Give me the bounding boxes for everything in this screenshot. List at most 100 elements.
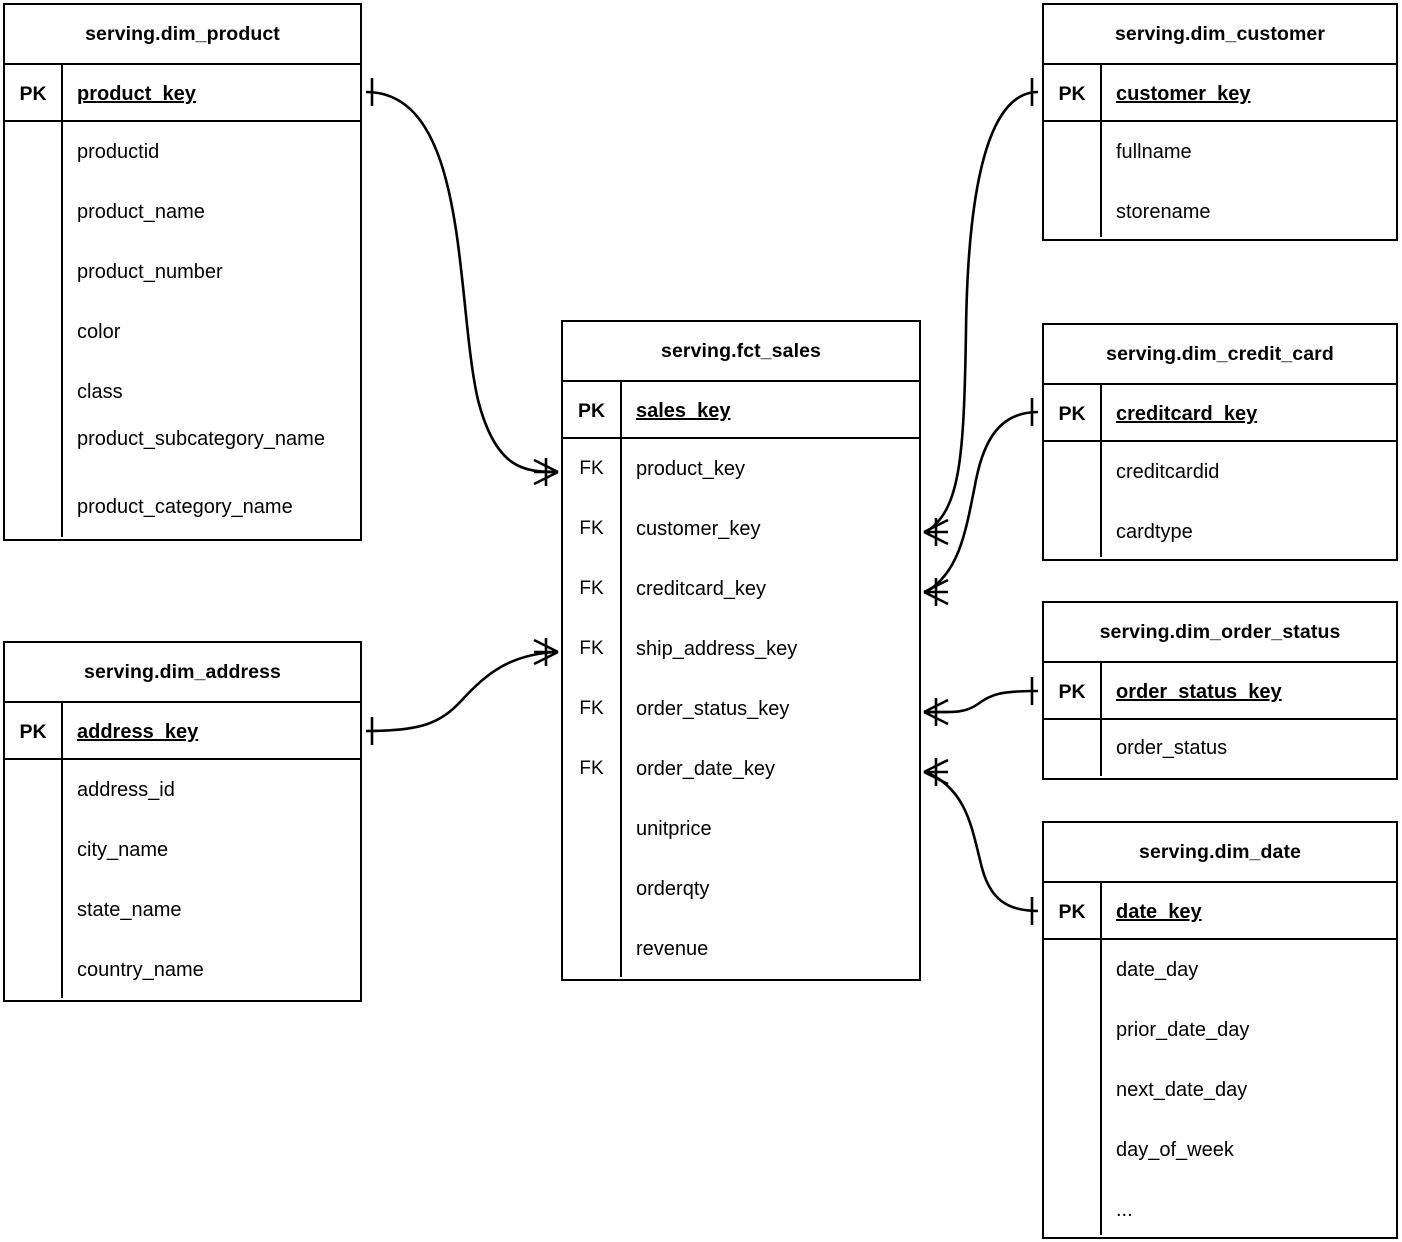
entity-attribute-rows: fullname storename [1044, 122, 1396, 237]
pk-key-column: PK [563, 382, 622, 437]
entity-attribute-rows: productid product_name product_number co… [5, 122, 360, 537]
entity-dim-product[interactable]: serving.dim_product PK product_key produ… [3, 3, 362, 541]
pk-key-column: PK [1044, 883, 1102, 938]
entity-fct-sales[interactable]: serving.fct_sales PK sales_key FK FK FK … [561, 320, 921, 981]
pk-field-name: customer_key [1116, 83, 1251, 105]
attribute-row: order_status_key [636, 698, 790, 720]
entity-attribute-rows: creditcardid cardtype [1044, 442, 1396, 557]
relationship-customer [923, 78, 1039, 546]
entity-title: serving.dim_customer [1114, 23, 1326, 45]
attribute-key-column [1044, 940, 1102, 1235]
pk-key-column: PK [1044, 663, 1102, 718]
entity-pk-row: PK creditcard_key [1044, 383, 1396, 442]
attribute-name-column: creditcardid cardtype [1102, 442, 1396, 557]
attribute-row: product_name [77, 201, 205, 223]
entity-dim-address[interactable]: serving.dim_address PK address_key addre… [3, 641, 362, 1002]
pk-badge: PK [1058, 403, 1086, 425]
attribute-row: product_subcategory_name [77, 428, 325, 450]
entity-title: serving.fct_sales [661, 340, 821, 362]
pk-name-column: creditcard_key [1102, 385, 1396, 440]
pk-field-name: order_status_key [1116, 681, 1282, 703]
attribute-row: fullname [1116, 141, 1192, 163]
pk-badge: PK [577, 400, 606, 422]
pk-key-column: PK [1044, 385, 1102, 440]
attribute-row: class [77, 381, 123, 403]
attribute-row: state_name [77, 899, 182, 921]
entity-attribute-rows: FK FK FK FK FK FK product_key customer_k… [563, 439, 919, 977]
attribute-key-column [1044, 122, 1102, 237]
entity-pk-row: PK customer_key [1044, 63, 1396, 122]
attribute-row: orderqty [636, 878, 710, 900]
attribute-name-column: product_key customer_key creditcard_key … [622, 439, 919, 977]
attribute-row: country_name [77, 959, 204, 981]
attribute-row: revenue [636, 938, 709, 960]
pk-badge: PK [1058, 901, 1086, 923]
attribute-row: day_of_week [1116, 1139, 1234, 1161]
pk-field-name: sales_key [636, 400, 731, 422]
fk-badge: FK [579, 758, 604, 779]
pk-field-name: creditcard_key [1116, 403, 1258, 425]
pk-name-column: sales_key [622, 382, 919, 437]
attribute-row: address_id [77, 779, 175, 801]
entity-pk-row: PK order_status_key [1044, 661, 1396, 720]
pk-key-column: PK [5, 703, 63, 758]
entity-pk-row: PK address_key [5, 701, 360, 760]
attribute-row: city_name [77, 839, 169, 861]
attribute-row: order_date_key [636, 758, 775, 780]
entity-dim-credit-card[interactable]: serving.dim_credit_card PK creditcard_ke… [1042, 323, 1398, 561]
pk-badge: PK [1058, 83, 1086, 105]
entity-attribute-rows: order_status [1044, 720, 1396, 776]
fk-badge: FK [579, 638, 604, 659]
attribute-row: cardtype [1116, 521, 1193, 543]
attribute-row: ship_address_key [636, 638, 798, 660]
entity-title: serving.dim_date [1139, 841, 1301, 863]
pk-name-column: order_status_key [1102, 663, 1396, 718]
entity-dim-order-status[interactable]: serving.dim_order_status PK order_status… [1042, 601, 1398, 780]
pk-name-column: address_key [63, 703, 360, 758]
attribute-name-column: fullname storename [1102, 122, 1396, 237]
attribute-row: order_status [1116, 737, 1228, 759]
fk-badge: FK [579, 698, 604, 719]
pk-badge: PK [19, 721, 47, 743]
entity-dim-date[interactable]: serving.dim_date PK date_key date_day pr… [1042, 821, 1398, 1239]
entity-title: serving.dim_product [85, 23, 280, 45]
entity-dim-customer[interactable]: serving.dim_customer PK customer_key ful… [1042, 3, 1398, 241]
entity-pk-row: PK date_key [1044, 881, 1396, 940]
attribute-row: creditcardid [1116, 461, 1220, 483]
pk-key-column: PK [5, 65, 63, 120]
attribute-name-column: order_status [1102, 720, 1396, 776]
attribute-row: unitprice [636, 818, 712, 840]
entity-title: serving.dim_credit_card [1106, 343, 1334, 365]
entity-attribute-rows: date_day prior_date_day next_date_day da… [1044, 940, 1396, 1235]
attribute-key-column [1044, 442, 1102, 557]
attribute-row: product_number [77, 261, 223, 283]
pk-name-column: customer_key [1102, 65, 1396, 120]
pk-field-name: date_key [1116, 901, 1202, 923]
fk-badge: FK [579, 518, 604, 539]
pk-badge: PK [1058, 681, 1086, 703]
pk-key-column: PK [1044, 65, 1102, 120]
attribute-row: color [77, 321, 121, 343]
attribute-row: storename [1116, 201, 1211, 223]
attribute-row: productid [77, 141, 160, 163]
attribute-name-column: productid product_name product_number co… [63, 122, 360, 537]
attribute-key-column [5, 760, 63, 998]
attribute-name-column: date_day prior_date_day next_date_day da… [1102, 940, 1396, 1235]
relationship-address [365, 638, 559, 745]
relationship-creditcard [923, 398, 1039, 606]
attribute-row: customer_key [636, 518, 761, 540]
entity-pk-row: PK product_key [5, 63, 360, 122]
relationship-product [365, 78, 559, 486]
attribute-row: date_day [1116, 959, 1199, 981]
attribute-row: prior_date_day [1116, 1019, 1250, 1041]
entity-pk-row: PK sales_key [563, 380, 919, 439]
fk-badge: FK [579, 578, 604, 599]
attribute-row: ... [1116, 1199, 1133, 1221]
attribute-row: next_date_day [1116, 1079, 1248, 1101]
fk-badge: FK [579, 458, 604, 479]
entity-title: serving.dim_address [84, 661, 281, 683]
attribute-row: product_key [636, 458, 745, 480]
attribute-key-column: FK FK FK FK FK FK [563, 439, 622, 977]
pk-name-column: date_key [1102, 883, 1396, 938]
entity-title: serving.dim_order_status [1099, 621, 1341, 643]
